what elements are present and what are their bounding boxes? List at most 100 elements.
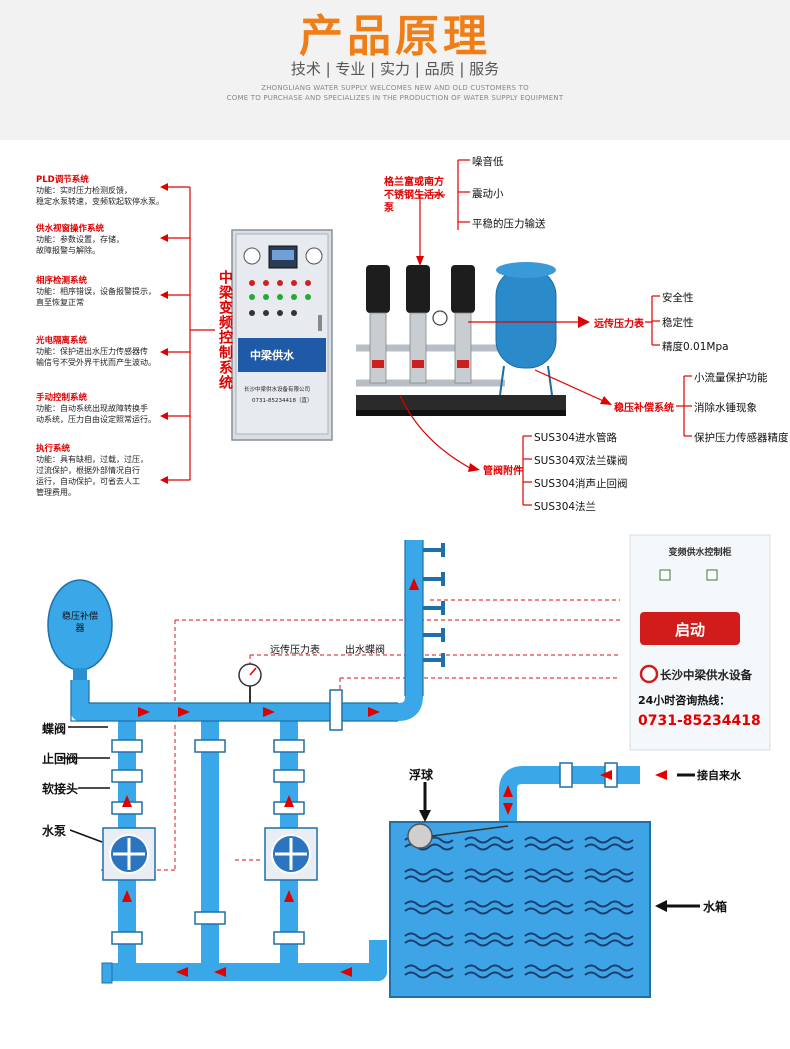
water-wave-mark: [584, 836, 634, 844]
compensator-tank: [47, 579, 113, 680]
water-wave-mark: [524, 907, 574, 915]
water-wave-mark: [404, 875, 454, 883]
water-wave-mark: [584, 932, 634, 940]
cabinet-company-diagram: 长沙中梁供水设备: [660, 668, 752, 682]
water-wave-mark: [524, 875, 574, 883]
tagline: 技术 | 专业 | 实力 | 品质 | 服务: [290, 60, 500, 78]
cabinet-phone: 0731-85234418（直）: [252, 398, 313, 404]
feature-desc-line: 过流保护，根据外部情况自行: [36, 466, 140, 475]
start-button[interactable]: 启动: [674, 621, 705, 639]
cabinet-company: 长沙中梁供水设备有限公司: [244, 387, 311, 393]
water-tank: [389, 821, 651, 998]
feature-title-plc: PLD调节系统: [36, 175, 89, 185]
water-wave-mark: [584, 907, 634, 915]
water-wave-mark: [404, 939, 454, 947]
control-system-vertical-label: 中梁变频控制系统: [217, 270, 233, 390]
water-wave-mark: [464, 971, 514, 979]
water-wave-mark: [404, 907, 454, 915]
water-wave-mark: [524, 932, 574, 940]
tank-section-label: 稳压补偿系统: [614, 403, 674, 414]
pump-unit-photo: [356, 262, 566, 416]
feature-desc-line: 功能：实时压力检测反馈，: [36, 186, 132, 195]
feature-desc-line: 动系统，压力自由设定照常运行。: [36, 415, 156, 424]
feature-desc-line: 功能：具有缺相，过载，过压，: [36, 455, 148, 464]
gauge-feature: 精度0.01Mpa: [662, 341, 729, 353]
valve-section-label: 管阀附件: [483, 466, 523, 477]
pump-feature: 平稳的压力输送: [472, 218, 546, 230]
water-wave-mark: [584, 868, 634, 876]
english-line-1: ZHONGLIANG WATER SUPPLY WELCOMES NEW AND…: [261, 84, 529, 92]
feature-title-window: 供水视窗操作系统: [36, 224, 105, 234]
feature-desc-line: 功能：自动系统出现故障转换手: [36, 404, 148, 413]
water-wave-mark: [584, 939, 634, 947]
pump-feature: 震动小: [472, 188, 504, 200]
water-wave-mark: [464, 939, 514, 947]
inlet-label: 接自来水: [697, 769, 741, 782]
soft-joint-label: 软接头: [42, 782, 79, 796]
water-wave-mark: [524, 843, 574, 851]
page-title: 产品原理: [299, 11, 491, 62]
water-wave-mark: [464, 900, 514, 908]
hotline-number: 0731-85234418: [638, 713, 761, 729]
water-box-label: 水箱: [703, 900, 728, 914]
water-wave-mark: [524, 971, 574, 979]
hotline-label: 24小时咨询热线：: [638, 694, 731, 707]
feature-desc-line: 直至恢复正常: [36, 298, 84, 307]
gauge-section-label: 远传压力表: [594, 319, 644, 330]
feature-title-phase: 相序检测系统: [36, 276, 88, 286]
water-wave-mark: [404, 868, 454, 876]
gauge-diagram-label: 远传压力表: [270, 645, 320, 656]
tank-feature: 保护压力传感器精度: [694, 432, 789, 444]
water-wave-mark: [464, 932, 514, 940]
valve-feature: SUS304法兰: [534, 501, 597, 513]
control-cabinet-diagram: [629, 534, 771, 751]
water-wave-mark: [524, 900, 574, 908]
feature-title-isolation: 光电隔离系统: [36, 336, 88, 346]
pump-2: [264, 827, 318, 881]
pump-section-label: 格兰富或南方不锈钢生活水泵: [384, 177, 444, 214]
pump-1: [102, 827, 156, 881]
check-valve-label: 止回阀: [42, 752, 79, 766]
feature-desc-line: 输信号不受外界干扰而产生波动。: [36, 358, 156, 367]
water-wave-mark: [524, 868, 574, 876]
tank-feature: 小流量保护功能: [694, 372, 768, 384]
feature-desc-line: 功能：保护进出水压力传感器传: [36, 347, 148, 356]
outlet-valve-label: 出水蝶阀: [345, 645, 385, 656]
water-wave-mark: [524, 939, 574, 947]
feature-title-manual: 手动控制系统: [36, 393, 88, 403]
water-wave-mark: [464, 875, 514, 883]
control-cabinet-photo: [231, 229, 333, 441]
gauge-feature: 安全性: [662, 292, 694, 304]
water-wave-mark: [584, 971, 634, 979]
butterfly-valve-label: 蝶阀: [42, 722, 67, 736]
valve-feature: SUS304双法兰碟阀: [534, 455, 628, 467]
water-wave-mark: [404, 900, 454, 908]
feature-desc-line: 稳定水泵转速，变频软起软停水泵。: [36, 197, 164, 206]
water-wave-mark: [464, 843, 514, 851]
header-band: [0, 0, 790, 140]
water-wave-mark: [404, 971, 454, 979]
cabinet-brand: 中梁供水: [250, 349, 294, 362]
english-line-2: COME TO PURCHASE AND SPECIALIZES IN THE …: [226, 94, 564, 102]
gauge-feature: 稳定性: [662, 317, 694, 329]
float-label: 浮球: [409, 768, 434, 782]
water-wave-mark: [584, 964, 634, 972]
water-wave-mark: [524, 964, 574, 972]
pump-feature: 噪音低: [472, 156, 504, 168]
water-wave-mark: [404, 932, 454, 940]
feature-desc-line: 故障报警与解除。: [36, 246, 100, 255]
valve-feature: SUS304消声止回阀: [534, 478, 628, 490]
water-wave-mark: [464, 836, 514, 844]
water-wave-mark: [404, 964, 454, 972]
feature-desc-line: 功能：参数设置，存储，: [36, 235, 124, 244]
water-wave-mark: [464, 907, 514, 915]
water-wave-mark: [524, 836, 574, 844]
cabinet-title: 变频供水控制柜: [668, 548, 732, 558]
compensator-label: 稳压补偿器: [61, 612, 98, 634]
water-wave-mark: [464, 964, 514, 972]
tank-feature: 消除水锤现象: [694, 402, 757, 414]
feature-desc-line: 功能：相序错误，设备报警提示，: [36, 287, 156, 296]
feature-desc-line: 运行，自动保护，可省去人工: [36, 477, 140, 486]
water-wave-mark: [464, 868, 514, 876]
